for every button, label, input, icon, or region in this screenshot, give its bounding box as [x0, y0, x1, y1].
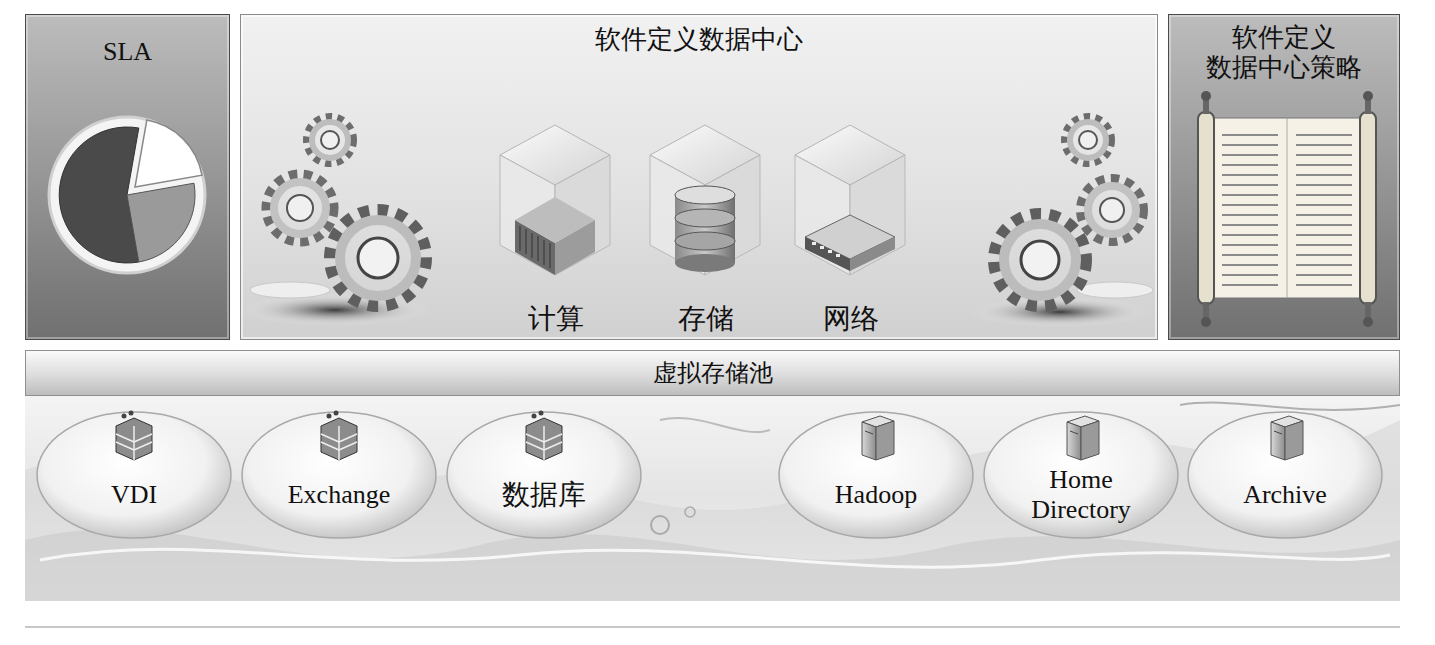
- ellipse-outline: [1186, 410, 1384, 540]
- workload-ellipse: Home Directory: [982, 410, 1180, 540]
- array-icons: [116, 411, 562, 461]
- panel-title: 软件定义 数据中心策略: [1175, 23, 1393, 83]
- node-label: Exchange: [288, 480, 391, 510]
- resource-item: 网络: [786, 111, 916, 339]
- network-icon: [795, 125, 905, 275]
- panel-title: SLA: [103, 37, 152, 67]
- ellipse-outline: [445, 410, 643, 540]
- gear-cluster-right: [970, 118, 1153, 327]
- ellipse-outline: [777, 410, 975, 540]
- workload-ellipse: Archive: [1186, 410, 1384, 540]
- sla-panel: SLA: [25, 14, 230, 340]
- workload-ellipse: Exchange: [240, 410, 438, 540]
- ellipse-outline: [240, 410, 438, 540]
- node-label: 虚拟存储池: [653, 359, 773, 387]
- workload-ellipse: 数据库: [445, 410, 643, 540]
- node-label: Hadoop: [835, 480, 917, 510]
- ellipse-outline: [35, 410, 233, 540]
- node-label: 计算: [528, 303, 584, 335]
- node-label: 网络: [823, 303, 879, 335]
- workload-ellipse: VDI: [35, 410, 233, 540]
- gear-cluster-left: [240, 118, 430, 326]
- resource-item: 计算: [491, 111, 621, 339]
- policy-scroll: [1198, 91, 1376, 327]
- node-label: 存储: [678, 303, 734, 335]
- sla-pie-chart: [49, 117, 205, 273]
- node-label: Archive: [1243, 480, 1327, 510]
- policy-panel: 软件定义 数据中心策略: [1168, 14, 1400, 340]
- resource-item: 存储: [641, 111, 771, 339]
- panel-title: 软件定义数据中心: [595, 25, 803, 55]
- node-label: 数据库: [502, 479, 586, 511]
- storage-icon: [650, 125, 760, 275]
- sddc-panel: 软件定义数据中心计算 存储 网络: [240, 14, 1158, 340]
- node-label: Home Directory: [1011, 465, 1151, 525]
- storage-pool-band: 虚拟存储池: [25, 350, 1400, 396]
- node-label: VDI: [111, 480, 157, 510]
- server-icons: [862, 416, 1303, 460]
- bottom-rule: [25, 626, 1400, 628]
- workload-ellipse: Hadoop: [777, 410, 975, 540]
- water-ground: [25, 396, 1400, 601]
- compute-icon: [500, 125, 610, 275]
